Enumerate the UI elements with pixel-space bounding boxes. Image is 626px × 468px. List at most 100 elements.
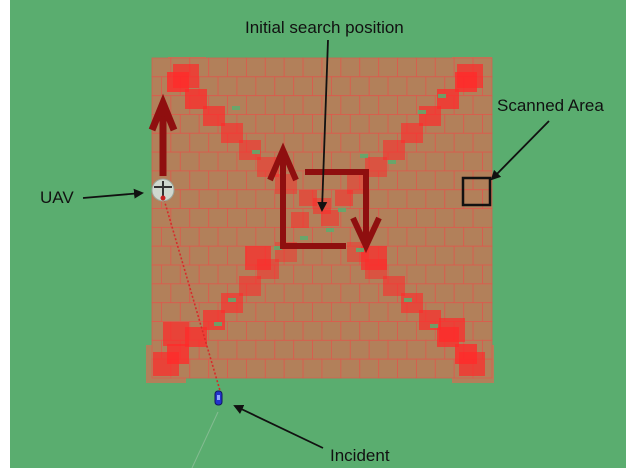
grid-cell — [482, 264, 493, 285]
grid-cell — [245, 57, 266, 78]
grid-cell — [312, 302, 332, 322]
grid-cell — [151, 264, 162, 285]
grid-cell — [274, 302, 295, 322]
scanned-area-label: Scanned Area — [497, 96, 604, 115]
grid-cell — [472, 95, 493, 115]
grid-cell — [349, 114, 370, 134]
grid-cell — [283, 57, 304, 78]
grid-gaps — [214, 94, 446, 328]
visited-cell — [299, 190, 317, 206]
uav-label: UAV — [40, 188, 74, 207]
grid-cell — [330, 339, 351, 360]
incident-marker-icon — [214, 390, 223, 406]
grid-cell — [434, 170, 455, 191]
grid-cell — [397, 321, 417, 341]
grid-cell — [359, 283, 380, 304]
grid-cell — [198, 189, 219, 210]
grid-cell — [368, 114, 389, 134]
grid-gap — [438, 94, 446, 98]
grid-cell — [387, 189, 408, 210]
grid-cell — [302, 245, 323, 266]
grid-cell — [368, 302, 389, 322]
grid-cell — [406, 151, 427, 172]
grid-cell — [434, 57, 455, 78]
grid-gap — [404, 298, 412, 302]
grid-cell — [227, 245, 247, 266]
grid-cell — [302, 57, 323, 78]
grid-cell — [312, 339, 332, 360]
grid-cell — [302, 132, 323, 153]
grid-cell — [434, 358, 455, 379]
grid-cell — [330, 151, 351, 172]
grid-cell — [321, 57, 342, 78]
grid-cell — [255, 226, 276, 247]
grid-cell — [151, 283, 172, 304]
grid-cell — [255, 339, 276, 360]
grid-cell — [472, 245, 493, 266]
grid-cell — [208, 170, 229, 191]
grid-cell — [387, 226, 408, 247]
grid-cell — [330, 302, 351, 322]
grid-cell — [359, 358, 380, 379]
grid-gap — [252, 150, 260, 154]
grid-cell — [463, 302, 484, 322]
grid-cell — [378, 57, 399, 78]
grid-cell — [463, 264, 484, 285]
grid-cell — [321, 358, 342, 379]
grid-cell — [198, 226, 219, 247]
visited-cell — [321, 210, 339, 226]
visited-cell — [185, 327, 207, 347]
grid-gap — [214, 322, 222, 326]
visited-cell — [239, 276, 261, 296]
grid-cell — [217, 76, 238, 97]
grid-cell — [264, 358, 285, 379]
grid-cell — [293, 264, 314, 285]
grid-cell — [293, 339, 314, 360]
grid-cell — [406, 264, 427, 285]
grid-cell — [198, 151, 219, 172]
grid-cell — [397, 170, 417, 191]
grid-cell — [349, 302, 370, 322]
grid-cell — [453, 283, 474, 304]
grid-gap — [360, 154, 368, 158]
grid-cell — [179, 264, 200, 285]
grid-cell — [321, 245, 342, 266]
grid-cell — [425, 189, 446, 210]
visited-cell — [383, 140, 405, 160]
grid-cell — [359, 132, 380, 153]
grid-cell — [321, 321, 342, 341]
grid-gap — [274, 246, 282, 250]
visited-cell — [221, 293, 243, 313]
grid-cell — [245, 208, 266, 228]
grid-cell — [170, 283, 191, 304]
grid-cell — [330, 114, 351, 134]
grid-cell — [255, 114, 276, 134]
grid-gap — [232, 106, 240, 110]
scanned-area-pointer — [490, 120, 550, 181]
visited-cell — [245, 246, 271, 270]
grid-cell — [444, 226, 465, 247]
visited-cell — [291, 212, 309, 228]
grid-cell — [283, 358, 304, 379]
grid-cell — [463, 114, 484, 134]
visited-cell — [439, 318, 465, 342]
visited-cell — [365, 157, 387, 177]
grid-cell — [378, 321, 399, 341]
grid-cell — [349, 339, 370, 360]
grid-cell — [245, 321, 266, 341]
scanned-area-box — [461, 176, 492, 207]
grid-cell — [179, 189, 200, 210]
grid-cell — [415, 170, 436, 191]
grid-cell — [236, 76, 257, 97]
grid-cell — [293, 302, 314, 322]
grid-cell — [264, 321, 285, 341]
visited-cell — [383, 276, 405, 296]
grid-cell — [415, 358, 436, 379]
grid-cell — [236, 189, 257, 210]
grid-cell — [312, 264, 332, 285]
grid-cell — [179, 114, 200, 134]
grid-gap — [430, 324, 438, 328]
grid-cell — [217, 189, 238, 210]
